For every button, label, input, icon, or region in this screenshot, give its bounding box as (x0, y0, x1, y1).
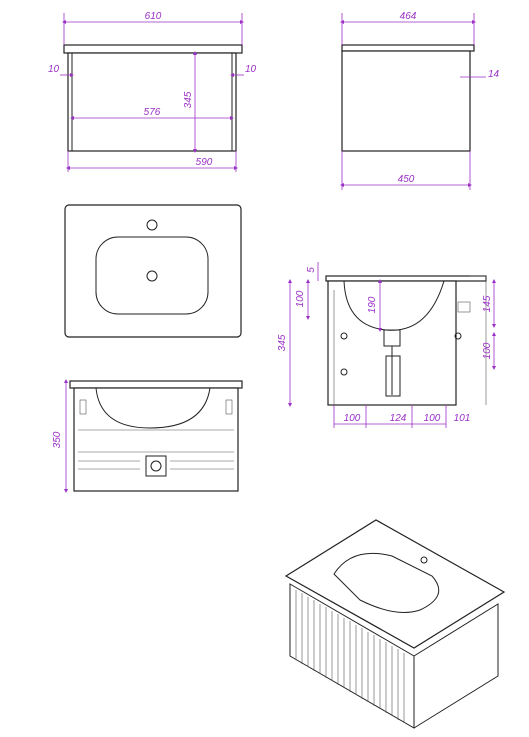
side-view: 464 14 450 (340, 11, 500, 190)
front-cabinet-body (67, 52, 237, 152)
basin-bowl (95, 236, 209, 315)
front-height-label: 345 (183, 91, 194, 108)
section-bottom-2-label: 124 (390, 413, 407, 424)
side-top-slab (341, 44, 475, 52)
drain-hole-icon (146, 270, 158, 282)
top-view (64, 204, 242, 338)
tap-hole-icon (146, 219, 158, 231)
back-cabinet-body (73, 387, 239, 492)
isometric-view (284, 519, 506, 729)
section-bottom-1-label: 100 (344, 413, 361, 424)
back-bowl-shape (95, 387, 211, 429)
front-left-gap-label: 10 (48, 64, 60, 75)
front-body-width-label: 590 (196, 157, 213, 168)
section-bottom-4-label: 101 (454, 413, 471, 424)
front-top-slab (63, 44, 243, 54)
section-bottom-3-label: 100 (424, 413, 441, 424)
side-cabinet-body (341, 50, 471, 152)
iso-tap-hole-icon (420, 556, 428, 564)
section-view: 345 100 5 190 145 100 100 124 100 101 (277, 262, 496, 428)
front-right-gap-label: 10 (245, 64, 257, 75)
section-right-top-label: 145 (482, 295, 493, 312)
front-overall-width-label: 610 (145, 11, 162, 22)
section-bowl-depth-label: 190 (367, 296, 378, 313)
section-top-slab (325, 275, 487, 282)
side-step-label: 14 (488, 69, 500, 80)
section-top-offset-label: 5 (306, 267, 317, 273)
iso-basin (333, 552, 440, 613)
section-top-height-label: 100 (295, 290, 306, 307)
back-height-label: 350 (52, 431, 63, 448)
side-top-depth-label: 464 (400, 11, 417, 22)
section-right-panel-label: 100 (482, 342, 493, 359)
front-inner-width-label: 576 (144, 107, 161, 118)
iso-top-surface (284, 519, 506, 649)
back-top-slab (69, 380, 243, 389)
section-total-height-label: 345 (277, 334, 288, 351)
back-view: 350 (52, 379, 243, 493)
side-body-depth-label: 450 (398, 174, 415, 185)
front-view: 610 10 10 576 345 590 (48, 11, 257, 172)
